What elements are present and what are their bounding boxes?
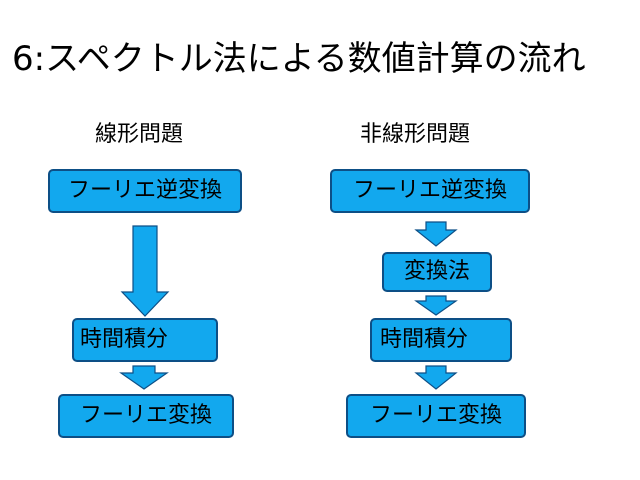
linear-step-time-integration-label: 時間積分 <box>80 327 169 352</box>
nonlinear-step-fourier: フーリエ変換 <box>346 394 526 438</box>
linear-heading: 線形問題 <box>95 122 184 147</box>
nonlinear-step-inverse-fourier: フーリエ逆変換 <box>330 169 530 213</box>
linear-arrow-1 <box>120 225 170 317</box>
linear-step-inverse-fourier-label: フーリエ逆変換 <box>67 178 222 203</box>
slide-title: 6:スペクトル法による数値計算の流れ <box>12 39 586 79</box>
nonlinear-step-time-integration-label: 時間積分 <box>380 327 469 352</box>
linear-step-fourier-label: フーリエ変換 <box>79 403 212 428</box>
linear-step-inverse-fourier: フーリエ逆変換 <box>48 169 242 213</box>
nonlinear-step-inverse-fourier-label: フーリエ逆変換 <box>352 178 507 203</box>
nonlinear-arrow-1 <box>414 221 458 247</box>
nonlinear-arrow-3 <box>414 365 458 390</box>
nonlinear-heading: 非線形問題 <box>360 122 471 147</box>
nonlinear-step-time-integration: 時間積分 <box>370 318 512 362</box>
nonlinear-step-fourier-label: フーリエ変換 <box>369 403 502 428</box>
nonlinear-step-transform-method-label: 変換法 <box>403 259 470 284</box>
linear-arrow-2 <box>119 365 169 390</box>
nonlinear-arrow-2 <box>414 295 458 316</box>
linear-step-time-integration: 時間積分 <box>72 318 218 362</box>
linear-step-fourier: フーリエ変換 <box>58 394 234 438</box>
nonlinear-step-transform-method: 変換法 <box>382 252 492 292</box>
